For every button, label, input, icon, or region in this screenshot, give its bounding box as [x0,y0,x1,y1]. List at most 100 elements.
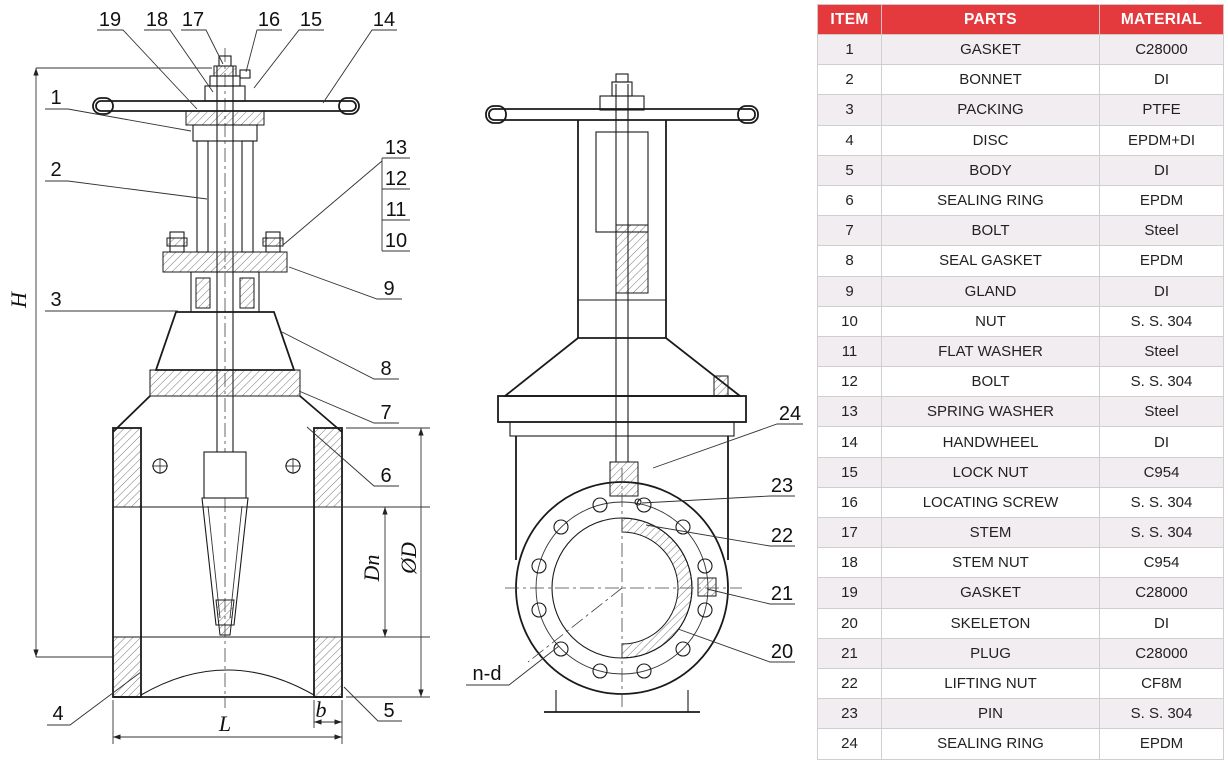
table-cell-item: 4 [817,124,882,156]
table-cell-item: 13 [817,396,882,428]
callout-3: 3 [45,289,178,312]
svg-text:3: 3 [50,289,61,311]
svg-text:13: 13 [385,137,407,159]
svg-text:12: 12 [385,168,407,190]
svg-text:8: 8 [380,358,391,380]
table-cell-item: 21 [817,637,882,669]
dim-l-label: L [218,711,231,736]
table-cell-item: 3 [817,94,882,126]
body-flange-side [497,395,747,423]
table-cell-item: 6 [817,184,882,217]
table-cell-item: 23 [817,698,882,730]
table-cell-part: BONNET [881,64,1100,96]
dim-b-label: b [316,697,327,722]
table-cell-part: SKELETON [881,607,1100,639]
table-cell-material: EPDM+DI [1099,124,1224,156]
gate-valve-drawing-svg: H Dn ØD L b 19 [6,9,803,744]
table-cell-material: C28000 [1099,637,1224,669]
table-cell-material: Steel [1099,215,1224,247]
callout-22: 22 [645,524,795,547]
table-cell-material: DI [1099,607,1224,639]
dim-od-label: ØD [396,542,421,575]
callout-18: 18 [144,9,214,93]
svg-text:19: 19 [99,9,121,31]
table-cell-material: DI [1099,426,1224,458]
table-cell-material: S. S. 304 [1099,305,1224,337]
table-cell-part: NUT [881,305,1100,337]
svg-text:n-d: n-d [473,663,502,685]
gate-crescent [621,517,693,659]
table-cell-material: C28000 [1099,577,1224,609]
dim-flange-thickness: b [313,697,342,728]
bonnet-body-flange [149,369,301,397]
stuffing-box [190,271,260,313]
callout-24: 24 [652,403,803,469]
svg-text:20: 20 [771,641,793,663]
table-cell-material: C28000 [1099,33,1224,66]
table-cell-material: PTFE [1099,94,1224,126]
table-cell-material: S. S. 304 [1099,698,1224,730]
table-cell-item: 17 [817,516,882,549]
gland-flange [162,231,288,273]
callout-2: 2 [45,159,208,200]
side-view-drawing: 24 23 22 21 20 n-d [466,73,803,713]
table-cell-part: BOLT [881,215,1100,247]
table-cell-part: FLAT WASHER [881,335,1100,368]
bonnet-side [502,337,743,397]
table-cell-item: 2 [817,64,882,96]
table-cell-part: PIN [881,698,1100,730]
svg-text:1: 1 [50,87,61,109]
table-cell-material: S. S. 304 [1099,486,1224,519]
col-header-item: ITEM [817,4,882,35]
callout-6: 6 [306,426,399,487]
flange-bolt-symbols [152,458,301,474]
table-cell-item: 22 [817,667,882,700]
callout-stack-13-12-11-10: 13 12 11 10 [282,137,410,252]
table-cell-material: EPDM [1099,728,1224,760]
svg-text:9: 9 [383,278,394,300]
dim-dn-label: Dn [359,555,384,583]
svg-text:5: 5 [383,700,394,722]
dim-height: H [6,67,212,658]
callout-8: 8 [281,331,399,380]
table-cell-part: SEALING RING [881,728,1100,760]
table-cell-material: Steel [1099,396,1224,428]
table-cell-item: 14 [817,426,882,458]
table-cell-item: 5 [817,154,882,186]
svg-text:6: 6 [380,465,391,487]
handwheel-front [92,85,360,115]
callout-19: 19 [97,9,198,110]
callout-21: 21 [706,583,795,605]
table-cell-material: S. S. 304 [1099,366,1224,398]
svg-text:2: 2 [50,159,61,181]
callout-15: 15 [253,9,324,89]
table-cell-material: C954 [1099,547,1224,579]
svg-text:24: 24 [779,403,801,425]
dim-bore: Dn [316,506,430,638]
svg-text:10: 10 [385,230,407,252]
table-cell-part: DISC [881,124,1100,156]
callout-23: 23 [641,475,795,504]
table-cell-part: GASKET [881,577,1100,609]
svg-text:22: 22 [771,525,793,547]
table-cell-material: DI [1099,275,1224,307]
table-cell-part: SEALING RING [881,184,1100,217]
svg-text:21: 21 [771,583,793,605]
svg-text:7: 7 [380,402,391,424]
